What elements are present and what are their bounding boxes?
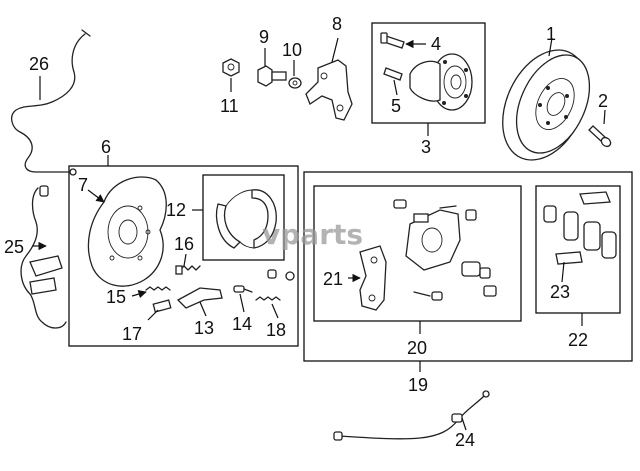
hub-stud-part — [383, 67, 403, 81]
callout-8: 8 — [332, 14, 342, 34]
callout-2: 2 — [598, 91, 608, 111]
nut-part — [222, 58, 240, 77]
adjuster-part — [233, 285, 253, 293]
callout-25: 25 — [4, 237, 24, 257]
callout-19: 19 — [408, 375, 428, 395]
callout-17: 17 — [122, 324, 142, 344]
caliper-part — [405, 209, 461, 271]
hub-bolt-part — [380, 32, 405, 49]
brake-hose-part — [333, 390, 490, 441]
hold-down-spring-part — [145, 286, 171, 291]
backing-plate-box — [68, 165, 299, 347]
rotor-part — [502, 49, 591, 161]
callout-16: 16 — [174, 234, 194, 254]
callout-1: 1 — [546, 24, 556, 44]
parking-shoes-part — [215, 189, 277, 249]
backing-plate-part — [87, 176, 167, 287]
callout-20: 20 — [407, 338, 427, 358]
watermark-text: vparts — [262, 218, 363, 251]
caliper-bracket-part — [359, 245, 387, 311]
callout-13: 13 — [194, 318, 214, 338]
lever-part — [176, 287, 223, 309]
return-spring-part — [255, 296, 281, 301]
bracket-part — [305, 59, 353, 121]
retainer-clip-part — [152, 299, 172, 313]
rotor-screw-part — [588, 125, 612, 148]
callout-3: 3 — [421, 137, 431, 157]
parking-shoe-box — [202, 174, 285, 261]
callout-14: 14 — [232, 314, 252, 334]
callout-26: 26 — [29, 54, 49, 74]
bolt-part — [257, 65, 287, 87]
callout-15: 15 — [106, 287, 126, 307]
callout-4: 4 — [431, 34, 441, 54]
callout-12: 12 — [166, 200, 186, 220]
leader-lines — [32, 37, 606, 431]
hub-bearing-part — [409, 53, 473, 111]
pad-box — [535, 185, 621, 314]
caliper-outer-box — [303, 171, 633, 362]
callout-24: 24 — [455, 430, 475, 450]
callout-5: 5 — [391, 96, 401, 116]
caliper-hardware-part — [393, 199, 497, 301]
parking-cable-part — [10, 29, 91, 176]
sensor-bracket-part — [20, 185, 67, 329]
callout-labels: 1 2 3 4 5 6 7 8 9 10 11 12 13 14 15 16 1… — [4, 14, 608, 450]
callout-10: 10 — [282, 40, 302, 60]
callout-11: 11 — [220, 96, 239, 116]
callout-22: 22 — [568, 330, 588, 350]
callout-23: 23 — [550, 282, 570, 302]
callout-6: 6 — [101, 137, 111, 157]
callout-9: 9 — [259, 27, 269, 47]
caliper-box — [313, 185, 522, 322]
adjuster-spring-part — [175, 265, 201, 275]
callout-21: 21 — [323, 269, 343, 289]
callout-7: 7 — [78, 175, 88, 195]
brake-pads-part — [543, 191, 617, 265]
callout-18: 18 — [266, 320, 286, 340]
pin-part — [267, 269, 295, 281]
washer-part — [288, 77, 302, 89]
